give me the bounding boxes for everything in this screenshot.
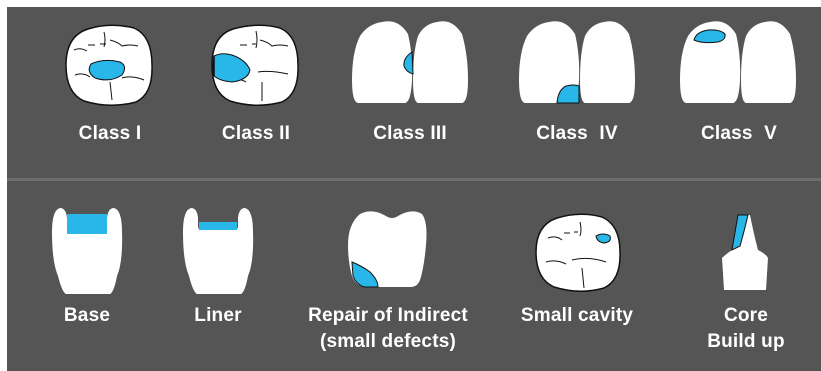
- label-class-i: Class I: [60, 122, 160, 146]
- class-iii-incisors-illustration: [352, 21, 468, 103]
- class-v-incisors-illustration: [680, 21, 796, 103]
- label-base: Base: [47, 304, 127, 328]
- liner-tooth-illustration: [183, 208, 253, 294]
- label-small-defects: (small defects): [300, 330, 476, 354]
- class-i-lesion: [89, 60, 124, 80]
- class-ii-molar-illustration: [212, 25, 298, 105]
- label-core: Core: [700, 304, 792, 328]
- core-build-up-illustration: [722, 215, 768, 290]
- base-tooth-illustration: [52, 208, 122, 294]
- label-class-v: Class V: [684, 122, 794, 146]
- liner-material: [199, 222, 237, 230]
- label-class-ii: Class II: [206, 122, 306, 146]
- label-class-iv: Class IV: [522, 122, 632, 146]
- small-cavity-molar-illustration: [536, 214, 620, 291]
- label-build-up: Build up: [692, 330, 800, 354]
- base-material: [67, 214, 107, 234]
- class-iv-incisors-illustration: [519, 21, 635, 103]
- label-repair-of-indirect: Repair of Indirect: [286, 304, 490, 328]
- label-small-cavity: Small cavity: [504, 304, 650, 328]
- class-i-molar-illustration: [66, 25, 152, 105]
- label-class-iii: Class III: [355, 122, 465, 146]
- repair-indirect-tooth-illustration: [348, 211, 427, 287]
- label-liner: Liner: [178, 304, 258, 328]
